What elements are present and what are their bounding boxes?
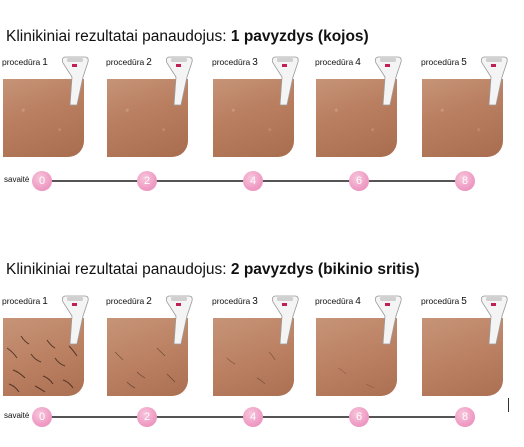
edge-divider bbox=[508, 398, 509, 412]
section-title-bold: 1 pavyzdys (kojos) bbox=[230, 28, 369, 45]
week-marker: 4 bbox=[243, 171, 263, 191]
section-title: Klinikiniai rezultatai panaudojus: 1 pav… bbox=[6, 28, 369, 46]
ipl-device-icon bbox=[374, 56, 402, 106]
results-example-legs: Klinikiniai rezultatai panaudojus: 1 pav… bbox=[0, 0, 524, 205]
hair-strands bbox=[114, 347, 176, 389]
skin-photo-bikini bbox=[3, 318, 84, 396]
skin-photo-leg bbox=[213, 79, 294, 157]
skin-photo-bikini bbox=[422, 318, 503, 396]
timeline-label: savaitė bbox=[4, 175, 30, 184]
week-marker: 2 bbox=[137, 171, 157, 191]
ipl-device-icon bbox=[61, 56, 89, 106]
ipl-device-icon bbox=[165, 56, 193, 106]
week-marker: 6 bbox=[349, 171, 369, 191]
skin-photo-bikini bbox=[316, 318, 397, 396]
skin-photo-leg bbox=[422, 79, 503, 157]
ipl-device-icon bbox=[480, 295, 508, 345]
section-title: Klinikiniai rezultatai panaudojus: 2 pav… bbox=[6, 261, 420, 279]
week-marker: 8 bbox=[455, 171, 475, 191]
skin-photo-leg bbox=[107, 79, 188, 157]
week-marker: 4 bbox=[243, 407, 263, 427]
week-timeline: savaitė 0 2 4 6 8 bbox=[0, 405, 524, 429]
week-marker: 2 bbox=[137, 407, 157, 427]
ipl-device-icon bbox=[61, 295, 89, 345]
week-marker: 6 bbox=[349, 407, 369, 427]
ipl-device-icon bbox=[374, 295, 402, 345]
skin-photo-bikini bbox=[213, 318, 294, 396]
skin-photo-leg bbox=[316, 79, 397, 157]
week-marker: 0 bbox=[32, 407, 52, 427]
hair-strands bbox=[337, 367, 375, 389]
week-marker: 8 bbox=[455, 407, 475, 427]
section-title-prefix: Klinikiniai rezultatai panaudojus: bbox=[6, 261, 231, 278]
ipl-device-icon bbox=[271, 56, 299, 106]
section-title-bold: 2 pavyzdys (bikinio sritis) bbox=[230, 261, 420, 278]
week-timeline: savaitė 0 2 4 6 8 bbox=[0, 169, 524, 193]
hair-strands bbox=[6, 335, 78, 393]
section-title-prefix: Klinikiniai rezultatai panaudojus: bbox=[6, 28, 231, 45]
results-example-bikini: Klinikiniai rezultatai panaudojus: 2 pav… bbox=[0, 255, 524, 447]
ipl-device-icon bbox=[271, 295, 299, 345]
ipl-device-icon bbox=[165, 295, 193, 345]
week-marker: 0 bbox=[32, 171, 52, 191]
hair-strands bbox=[226, 351, 276, 385]
skin-photo-bikini bbox=[107, 318, 188, 396]
skin-photo-leg bbox=[3, 79, 84, 157]
ipl-device-icon bbox=[480, 56, 508, 106]
timeline-label: savaitė bbox=[4, 411, 30, 420]
